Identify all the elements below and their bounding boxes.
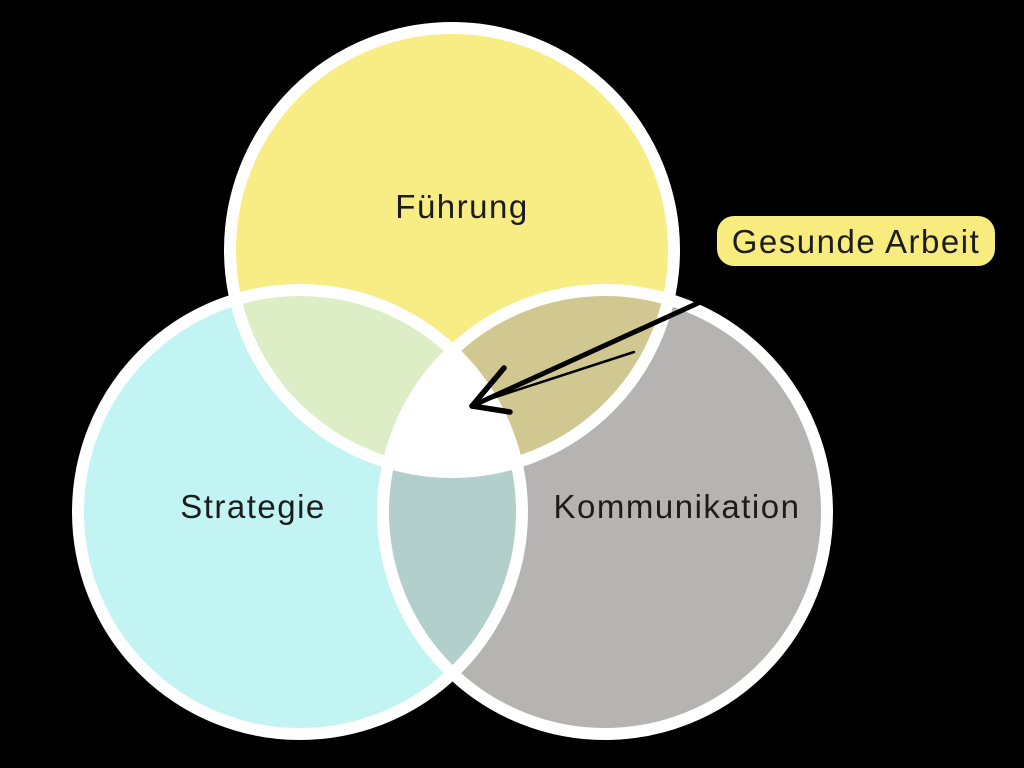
arrow-head-lower-barb (469, 403, 513, 415)
strategie-circle-outline (72, 284, 528, 740)
annotation-arrow (469, 265, 778, 415)
strategie-label: Strategie (180, 488, 326, 525)
kommunikation-label: Kommunikation (554, 488, 801, 525)
annotation-badge-label: Gesunde Arbeit (732, 223, 981, 260)
annotation-badge (717, 216, 995, 266)
arrow-shaft (469, 265, 778, 409)
arrow-shaft-doubleline (472, 350, 636, 406)
kommunikation-circle-outline (377, 284, 833, 740)
fuehrung-circle-outline (224, 22, 680, 478)
fuehrung-label: Führung (395, 188, 528, 225)
arrow-head-upper-barb (469, 365, 507, 409)
